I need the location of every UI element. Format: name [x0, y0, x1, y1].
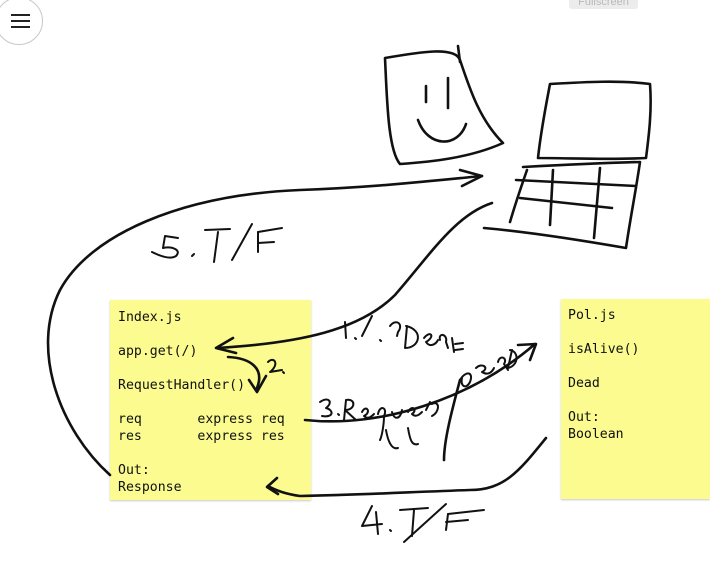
note-handler: RequestHandler()	[118, 378, 246, 393]
note-out-value: Boolean	[568, 427, 624, 442]
query-arrow	[303, 342, 538, 462]
request-arrow	[214, 201, 494, 355]
fullscreen-button[interactable]: Fullscreen	[569, 0, 638, 9]
note-res-row: res express res	[118, 429, 285, 444]
note-param: Dead	[568, 376, 600, 391]
menu-button[interactable]	[0, 0, 43, 45]
note-out-value: Response	[118, 480, 182, 495]
note-req-row: req express req	[118, 412, 285, 427]
user-face-drawing	[383, 44, 505, 166]
note-function: isAlive()	[568, 342, 640, 357]
response-arrow	[46, 168, 484, 477]
note-title: Index.js	[118, 310, 182, 325]
note-out-label: Out:	[118, 463, 150, 478]
computer-drawing	[482, 80, 652, 250]
handwritten-labels	[151, 223, 518, 543]
hamburger-menu-icon	[11, 14, 30, 28]
return-arrow	[265, 436, 548, 498]
note-title: Pol.js	[568, 308, 616, 323]
sticky-note-index[interactable]: Index.js app.get(/) RequestHandler() req…	[110, 300, 311, 500]
note-route: app.get(/)	[118, 344, 198, 359]
note-out-label: Out:	[568, 410, 600, 425]
handler-arrow	[226, 355, 268, 394]
sticky-note-pol[interactable]: Pol.js isAlive() Dead Out: Boolean	[561, 299, 710, 499]
